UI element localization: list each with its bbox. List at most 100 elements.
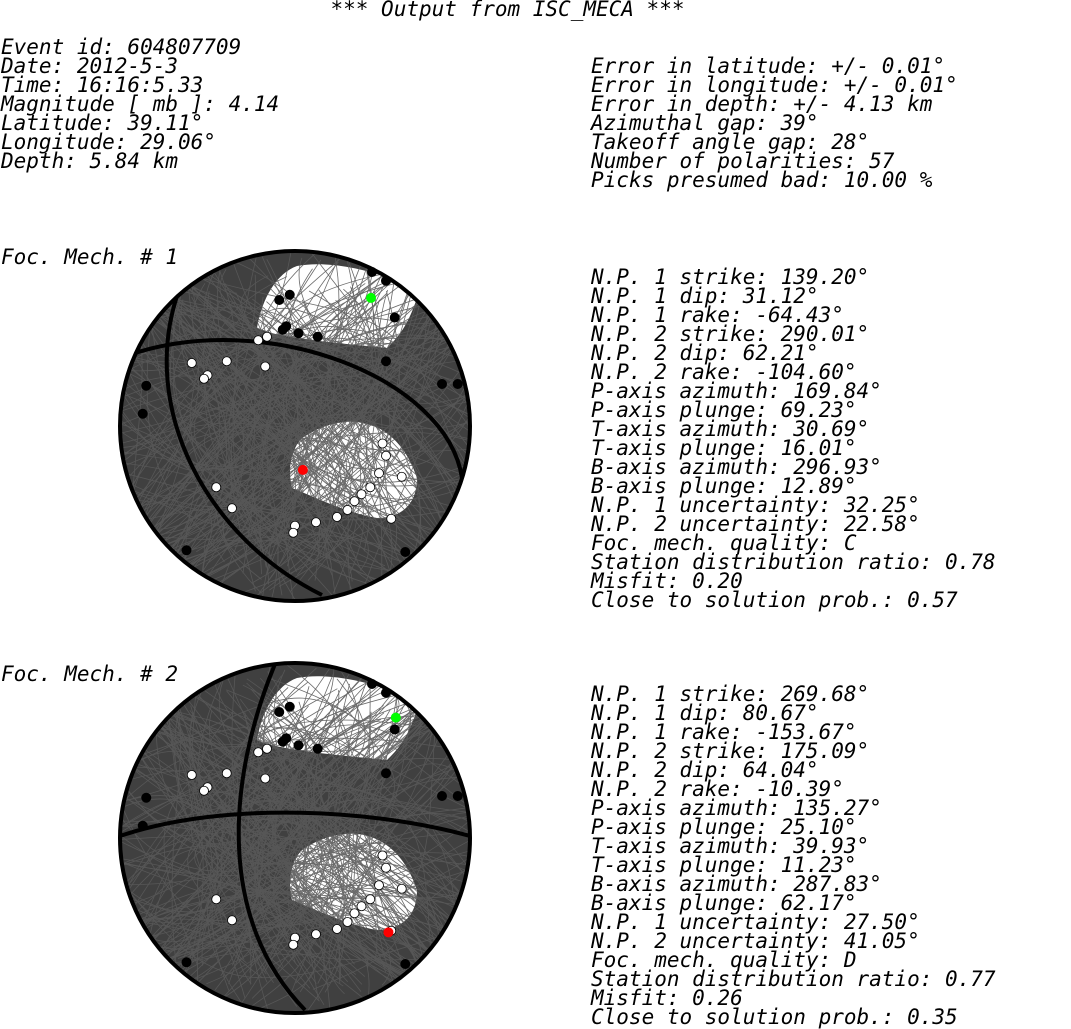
solution-curve <box>143 305 393 601</box>
event-info-line: Event id: 604807709 <box>1 35 242 59</box>
solution-curve <box>220 705 395 1000</box>
solution-curve <box>120 294 470 395</box>
compression-polarity <box>293 328 304 339</box>
mech-param-line: Misfit: 0.26 <box>591 986 743 1010</box>
dilatation-polarity <box>342 505 353 515</box>
mech-param-line: N.P. 1 rake: -64.43° <box>591 303 844 327</box>
compression-polarity <box>400 547 411 557</box>
dilatation-polarity <box>211 482 222 493</box>
p-axis-marker <box>383 927 394 938</box>
solution-curve <box>269 669 355 965</box>
mech-param-line: T-axis azimuth: 30.69° <box>591 417 870 441</box>
dilatation-polarity <box>186 770 197 780</box>
compression-polarity <box>312 743 323 754</box>
t-axis-marker <box>390 712 401 723</box>
mech-param-line: P-axis azimuth: 169.84° <box>591 379 882 403</box>
solution-curve <box>136 702 299 967</box>
error-info-line: Azimuthal gap: 39° <box>591 111 819 135</box>
compression-polarity <box>437 379 447 389</box>
solution-curve <box>120 294 470 491</box>
solution-curve <box>182 713 389 961</box>
mech-param-line: B-axis azimuth: 287.83° <box>591 872 882 896</box>
report-title: *** Output from ISC_MECA *** <box>330 0 685 21</box>
mech-param-line: Foc. mech. quality: C <box>591 531 857 555</box>
solution-curve <box>120 400 470 572</box>
solution-curve <box>120 715 470 964</box>
solution-curve <box>120 755 470 885</box>
dilatation-polarity <box>381 862 391 873</box>
solution-curve <box>120 730 470 823</box>
solution-curve <box>120 775 470 963</box>
solution-curve <box>120 360 470 435</box>
compression-polarity <box>452 791 463 801</box>
solution-curve <box>146 291 225 563</box>
solution-curve <box>189 709 267 975</box>
mech-param-line: N.P. 2 strike: 175.09° <box>591 739 870 763</box>
solution-curve <box>240 288 423 594</box>
solution-curve <box>166 303 362 581</box>
solution-curve <box>144 718 340 964</box>
nodal-plane <box>120 810 470 838</box>
solution-curve <box>120 342 470 497</box>
solution-curve <box>120 757 470 862</box>
solution-curve <box>120 252 470 508</box>
solution-curve <box>120 251 470 507</box>
solution-curve <box>120 330 470 469</box>
solution-curve <box>120 498 470 582</box>
solution-curve <box>123 691 310 973</box>
mech-param-line: Close to solution prob.: 0.57 <box>591 588 958 612</box>
dilatation-polarity <box>311 517 321 528</box>
dilatation-polarity <box>221 356 232 367</box>
solution-curve <box>120 282 470 507</box>
compression-polarity <box>137 408 148 419</box>
solution-curve <box>120 379 470 543</box>
solution-curve <box>322 287 413 556</box>
nodal-plane <box>128 338 464 479</box>
solution-curve <box>120 724 470 830</box>
dilatation-polarity <box>288 939 299 950</box>
compression-polarity <box>284 701 295 712</box>
beachball-mech-2 <box>118 661 472 1015</box>
solution-curve <box>120 697 470 810</box>
mech-param-line: P-axis plunge: 69.23° <box>591 398 857 422</box>
mech-param-line: N.P. 1 strike: 269.68° <box>591 682 870 706</box>
compression-polarity <box>181 957 192 968</box>
mech-param-line: N.P. 2 rake: -10.39° <box>591 777 844 801</box>
mech-param-line: N.P. 2 strike: 290.01° <box>591 322 870 346</box>
solution-curve <box>120 729 470 1007</box>
solution-curve <box>120 331 470 483</box>
mech-param-line: N.P. 2 dip: 62.21° <box>591 341 819 365</box>
solution-curve <box>120 474 470 528</box>
solution-curve <box>120 877 470 926</box>
error-info-line: Picks presumed bad: 10.00 % <box>591 168 933 192</box>
solution-curve <box>192 283 321 581</box>
compression-polarity <box>400 959 411 969</box>
solution-curve <box>120 334 470 470</box>
solution-curve <box>120 663 470 922</box>
solution-curve <box>197 714 373 979</box>
solution-curve <box>234 663 431 961</box>
dilatation-polarity <box>260 361 271 372</box>
solution-curve <box>120 254 470 456</box>
solution-curve <box>120 323 470 508</box>
solution-curve <box>231 260 331 550</box>
mech-param-line: Station distribution ratio: 0.78 <box>591 550 996 574</box>
solution-curve <box>194 663 357 975</box>
solution-curve <box>120 800 470 977</box>
compression-polarity <box>277 324 288 335</box>
dilatation-polarity <box>381 450 391 461</box>
t-axis-marker <box>366 292 377 303</box>
mech-param-line: N.P. 1 dip: 31.12° <box>591 284 819 308</box>
dilatation-polarity <box>221 768 232 779</box>
solution-curve <box>120 900 470 983</box>
solution-curve <box>120 798 470 940</box>
mech-2-parameters: N.P. 1 strike: 269.68°N.P. 1 dip: 80.67°… <box>591 682 996 1028</box>
solution-curve <box>120 820 470 903</box>
solution-curve <box>152 255 372 559</box>
dilatation-polarity <box>374 468 384 479</box>
mech-param-line: B-axis plunge: 12.89° <box>591 474 857 498</box>
dilatation-polarity <box>356 901 367 912</box>
solution-curve <box>120 302 470 599</box>
error-info-line: Takeoff angle gap: 28° <box>591 130 870 154</box>
mech-param-line: N.P. 2 uncertainty: 22.58° <box>591 512 920 536</box>
